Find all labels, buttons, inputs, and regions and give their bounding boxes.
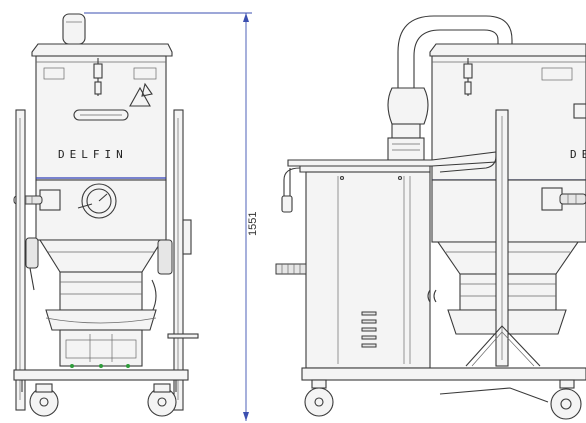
front-lever-left [25, 237, 39, 291]
front-cone [39, 239, 163, 273]
front-wheel-left [29, 383, 59, 417]
side-wheel-left [304, 379, 334, 417]
side-foot-pedal [439, 387, 549, 403]
side-wheel-right [550, 379, 582, 420]
side-filter-base [387, 137, 425, 161]
side-lower-body [431, 179, 586, 243]
front-clamp-icon [93, 58, 103, 96]
front-side-connector [13, 189, 61, 211]
front-lid [31, 43, 173, 57]
side-pole-brace [465, 325, 541, 367]
green-marker [70, 364, 74, 368]
side-clamp-icon [463, 58, 473, 96]
front-push-handle [167, 333, 199, 339]
front-label-plate-right [133, 67, 157, 80]
dimension-arrow-top [243, 13, 249, 22]
green-marker [99, 364, 103, 368]
front-collection-bag [45, 309, 157, 331]
side-exhaust [275, 263, 307, 275]
front-lever-right [151, 239, 173, 313]
height-dimension-label: 1551 [247, 212, 259, 236]
front-frame-left [15, 109, 26, 411]
side-back-handle [283, 167, 301, 196]
front-gauge [77, 183, 117, 219]
side-cabinet [305, 171, 431, 369]
side-vent-slots [361, 311, 377, 348]
side-label-plate [541, 67, 573, 81]
side-hose-inner [413, 29, 499, 98]
front-label-plate-left [43, 67, 65, 80]
front-tray [59, 329, 143, 367]
side-brand-label: DE [570, 148, 586, 161]
side-hose-outer [397, 15, 513, 98]
side-pipe-detail [427, 289, 431, 303]
front-wheel-right [147, 383, 177, 417]
side-lid [429, 43, 586, 57]
front-view: DELFIN [13, 13, 199, 417]
side-cabinet-top [299, 165, 431, 173]
front-hopper [59, 271, 143, 311]
front-chassis [13, 369, 189, 381]
front-frame-right [173, 109, 184, 411]
side-view: DE [275, 15, 586, 420]
side-filter-coupling [391, 123, 421, 139]
height-dimension: 1551 [84, 12, 259, 421]
front-brand-label: DELFIN [58, 148, 128, 161]
side-chassis [301, 367, 586, 381]
side-right-fitting [573, 103, 586, 119]
warning-icon [129, 82, 153, 107]
dimension-arrow-bottom [243, 412, 249, 421]
side-filter-bulb [387, 87, 429, 125]
front-side-bracket [182, 219, 192, 255]
side-connector [541, 187, 586, 211]
front-inlet-pipe [62, 13, 86, 45]
green-marker [126, 364, 130, 368]
